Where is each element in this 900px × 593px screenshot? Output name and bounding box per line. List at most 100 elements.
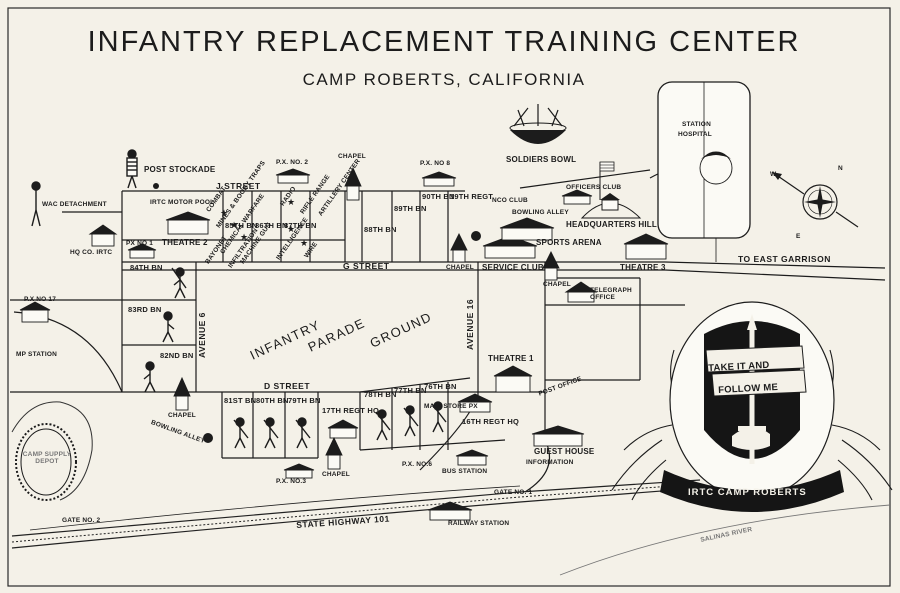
- battalion-86-label: 86TH BN: [255, 221, 288, 230]
- telegraph-office-label: TELEGRAPH OFFICE: [590, 287, 632, 301]
- ball-and-chain-icon: [153, 183, 159, 189]
- building-icon: [275, 168, 311, 184]
- building-icon: [561, 189, 593, 205]
- soldier-icon: [431, 401, 447, 433]
- building-icon: [19, 301, 51, 323]
- camp-supply-depot-inner: [20, 428, 72, 496]
- battalion-85-label: 85TH BN: [225, 221, 258, 230]
- star-icon: ★: [287, 197, 295, 207]
- soldier-icon: [171, 267, 187, 299]
- px-no-2-label: P.X. NO. 2: [276, 159, 309, 166]
- star-icon: ★: [230, 220, 238, 230]
- px-no-8-label: P.X. NO 8: [420, 160, 451, 167]
- hq-co-label: HQ CO. IRTC: [70, 249, 113, 256]
- bowling-ball-icon: [471, 231, 481, 241]
- soldier-icon: [295, 417, 311, 449]
- chapel-g-label: CHAPEL: [446, 264, 474, 271]
- prisoner-figure-icon: [126, 149, 138, 189]
- mp-station-label: MP STATION: [16, 351, 57, 358]
- station-hospital-label-2: HOSPITAL: [678, 131, 712, 138]
- battalion-88-label: 88TH BN: [364, 225, 397, 234]
- battalion-79-label: 79TH BN: [288, 396, 321, 405]
- battalion-89-label: 89TH BN: [394, 204, 427, 213]
- chapel-top-label: CHAPEL: [338, 153, 366, 160]
- building-icon: [455, 449, 489, 466]
- soldier-icon: [162, 311, 175, 343]
- theatre-2-label: THEATRE 2: [162, 238, 208, 247]
- px-no-1-label: PX NO 1: [126, 240, 154, 247]
- camp-supply-label: CAMP SUPPLY DEPOT: [22, 451, 72, 465]
- soldier-icon: [375, 409, 391, 441]
- camp-supply-depot-track: [15, 423, 77, 501]
- compass-w-label: W: [770, 171, 777, 178]
- chapels: [173, 166, 560, 470]
- star-icon: ★: [300, 238, 308, 248]
- building-icon: [482, 235, 538, 259]
- regiment-19-label: 19TH REGT: [450, 192, 494, 201]
- regiment-17-label: 17TH REGT HQ: [322, 406, 379, 415]
- highway-and-railway: [11, 479, 701, 549]
- soldier-figures: [31, 149, 447, 449]
- battalion-90-label: 90TH BN: [422, 192, 455, 201]
- building-icon: [493, 365, 533, 393]
- building-icon: [127, 243, 157, 259]
- chapel-telegraph-label: CHAPEL: [543, 281, 571, 288]
- gate-2-label: GATE NO. 2: [62, 517, 101, 524]
- wac-figure-icon: [31, 181, 41, 227]
- regiment-16-label: 16TH REGT HQ: [462, 417, 519, 426]
- battalion-83-label: 83RD BN: [128, 305, 162, 314]
- battalion-84-label: 84TH BN: [130, 263, 163, 272]
- building-icon: [165, 211, 211, 235]
- station-hospital-label-1: STATION: [682, 121, 711, 128]
- building-icon: [421, 171, 457, 187]
- supply-loop: [11, 401, 93, 501]
- soldiers-bowl-icon: [509, 104, 567, 144]
- post-stockade-label: POST STOCKADE: [144, 165, 216, 174]
- nco-club-label: NCO CLUB: [492, 197, 528, 204]
- px-no-3-label: P.X. NO.3: [276, 478, 307, 485]
- chapel-left-label: CHAPEL: [168, 412, 196, 419]
- px-no-17-label: P.X NO 17: [24, 296, 57, 303]
- battalion-80-label: 80TH BN: [256, 396, 289, 405]
- theatre-1-label: THEATRE 1: [488, 354, 534, 363]
- chapel-icon: [450, 232, 468, 263]
- soldier-icon: [263, 417, 279, 449]
- service-club-label: SERVICE CLUB: [482, 263, 544, 272]
- banner: [660, 470, 844, 512]
- soldier-icon: [403, 405, 419, 437]
- map-border: [7, 7, 891, 587]
- page-subtitle: CAMP ROBERTS, CALIFORNIA: [302, 70, 586, 89]
- chapel-icon: [173, 376, 191, 411]
- information-label: INFORMATION: [526, 459, 574, 466]
- compass-n-label: N: [838, 165, 843, 172]
- building-icon: [88, 224, 118, 247]
- j-street-label: J STREET: [216, 181, 261, 191]
- river: [559, 504, 891, 576]
- avenue-16-label: AVENUE 16: [465, 298, 475, 350]
- d-street-label: D STREET: [264, 381, 311, 391]
- gate-1-label: GATE NO. 1: [494, 489, 533, 496]
- east-garrison-label: TO EAST GARRISON: [738, 254, 831, 264]
- chapel-icon: [344, 166, 362, 201]
- headquarters-hill-label: HEADQUARTERS HILL: [566, 220, 657, 229]
- bowling-ball-icon: [203, 433, 213, 443]
- avenue-6-label: AVENUE 6: [197, 312, 207, 358]
- chapel-bottom-label: CHAPEL: [322, 471, 350, 478]
- star-icon: ★: [240, 232, 248, 242]
- main-store-px-label: MAIN STORE PX: [424, 403, 478, 410]
- battalion-87-label: 87TH BN: [284, 221, 317, 230]
- g-street-label: G STREET: [343, 261, 390, 271]
- training-area-stars: ★ ★ ★ ★ ★ ★: [220, 197, 308, 248]
- street-grid: [9, 167, 886, 493]
- battalion-81-label: 81ST BN: [224, 396, 257, 405]
- soldier-icon: [233, 417, 249, 449]
- building-icon: [531, 425, 585, 447]
- building-icon: [283, 463, 315, 479]
- irtc-insignia: [611, 301, 893, 512]
- soldier-icon: [143, 361, 156, 393]
- officers-club-label: OFFICERS CLUB: [566, 184, 622, 191]
- motor-pool-label: IRTC MOTOR POOL: [150, 199, 215, 206]
- bus-station-label: BUS STATION: [442, 468, 488, 475]
- railway-station-label: RAILWAY STATION: [448, 520, 510, 527]
